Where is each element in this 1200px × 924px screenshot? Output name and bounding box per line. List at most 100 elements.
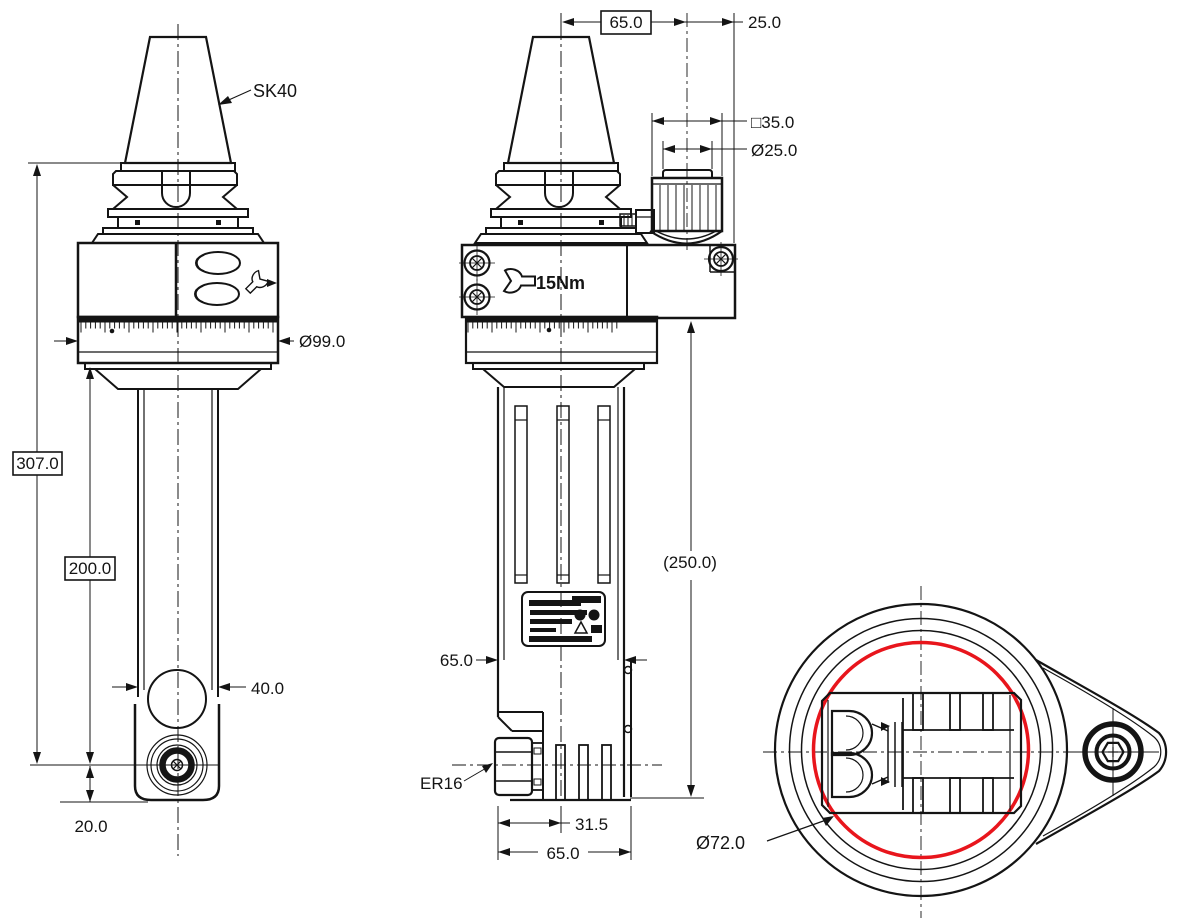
dim-gauge-to-center: 200.0 xyxy=(64,367,116,764)
nose-taper xyxy=(480,368,638,388)
head-top-collar xyxy=(473,233,649,244)
hex-socket-icon xyxy=(1101,741,1125,763)
label-collet-text: ER16 xyxy=(420,774,463,793)
spindle-screw xyxy=(170,758,184,772)
cam-slot-2 xyxy=(194,282,240,306)
dim-spindle-to-pin: 65.0 xyxy=(560,10,735,243)
flange-top-band xyxy=(112,170,238,186)
scale-zero-dot xyxy=(546,327,552,333)
nut-cone-2 xyxy=(871,776,889,785)
spindle-circle-1 xyxy=(146,734,208,796)
spacer-nub xyxy=(533,747,542,755)
torque-pin-cap xyxy=(662,169,713,178)
spindle-rib xyxy=(578,744,589,801)
ring-circle-2 xyxy=(788,617,1054,883)
nut-lobe-top xyxy=(830,709,874,757)
flange-top-band xyxy=(495,170,621,186)
warning-triangle-icon xyxy=(573,620,589,634)
torque-wrench-icon xyxy=(502,268,536,294)
label-sticker xyxy=(521,591,606,647)
flange-dot-right xyxy=(216,220,221,225)
cam-slot-2-inner xyxy=(195,285,204,303)
screw-cross-2 xyxy=(172,760,182,770)
dim-spindle-to-pin-text: 65.0 xyxy=(609,13,642,32)
dim-body-width-text: 65.0 xyxy=(440,651,473,670)
collet-wedge-1 xyxy=(881,722,890,731)
pin-clamp-outer xyxy=(649,230,723,245)
dim-overall-length: 307.0 xyxy=(12,162,130,764)
spindle-rib xyxy=(555,744,566,801)
spindle-rib xyxy=(601,744,612,801)
spindle-circle-2 xyxy=(150,738,204,792)
ce-mark-icon xyxy=(591,625,602,633)
nut-lobe-bottom-inner xyxy=(845,757,864,793)
dim-pin-to-face-text: 25.0 xyxy=(748,13,781,32)
label-taper-text: SK40 xyxy=(253,81,297,101)
v-groove xyxy=(495,184,621,210)
label-torque-text: 15Nm xyxy=(536,273,585,293)
dim-center-to-bottom-text: 20.0 xyxy=(74,817,107,836)
cap-screw-icon xyxy=(459,245,495,281)
dim-housing-width-text: 65.0 xyxy=(546,844,579,863)
arm-screw-icon xyxy=(1068,708,1158,796)
dim-center-to-bottom: 20.0 xyxy=(60,766,148,836)
arm-inner-wall xyxy=(1042,667,1162,837)
dim-pin-to-face: 25.0 xyxy=(687,13,781,32)
hinge-bump-2 xyxy=(623,724,633,734)
head-body xyxy=(460,243,737,320)
dim-block-width: □35.0 xyxy=(651,113,794,176)
clamp-diameter-circle xyxy=(811,640,1031,860)
spacer-nub xyxy=(533,778,542,786)
dim-head-diameter: Ø99.0 xyxy=(54,332,345,351)
flange-dot-right xyxy=(599,220,604,225)
v-groove xyxy=(112,184,238,210)
scale-ring-ticks xyxy=(80,322,274,333)
collet-wedge-2 xyxy=(881,777,890,786)
dim-pin-diameter: Ø25.0 xyxy=(662,141,797,169)
dim-overall-length-text: 307.0 xyxy=(16,454,59,473)
cartridge-outline xyxy=(820,691,1023,815)
label-taper: SK40 xyxy=(218,81,297,105)
dim-head-diameter-text: Ø99.0 xyxy=(299,332,345,351)
edge-arrow-icon xyxy=(267,279,277,287)
collet-spacer xyxy=(531,742,544,791)
cam-slot-1 xyxy=(195,251,241,275)
nose-taper xyxy=(92,368,264,390)
dim-block-width-text: □35.0 xyxy=(751,113,794,132)
label-collet: ER16 xyxy=(420,763,493,793)
wrench-icon xyxy=(244,269,269,295)
dim-body-width: 65.0 xyxy=(440,651,647,670)
scale-zero-dot xyxy=(109,328,115,334)
output-boss xyxy=(147,669,207,729)
dim-clamp-diameter: Ø72.0 xyxy=(696,816,834,853)
dim-gauge-to-center-text: 200.0 xyxy=(69,559,112,578)
scale-ring-ticks xyxy=(467,322,618,333)
dim-clamp-diameter-text: Ø72.0 xyxy=(696,833,745,853)
hinge-bump-1 xyxy=(623,665,633,675)
cap-screw-icon xyxy=(704,242,738,276)
collet-nut xyxy=(493,736,534,797)
spindle-ribs xyxy=(912,692,994,814)
side-view: 15Nm xyxy=(420,10,797,863)
dim-pin-diameter-text: Ø25.0 xyxy=(751,141,797,160)
pin-bracket xyxy=(635,209,655,234)
nut-lobe-bottom xyxy=(830,751,874,799)
flange-dot-left xyxy=(135,220,140,225)
scale-ring-band xyxy=(466,317,657,323)
dim-nose-to-center-text: 31.5 xyxy=(575,815,608,834)
spindle-nut-ring xyxy=(159,747,195,783)
dim-reference-length: (250.0) xyxy=(630,321,717,799)
body-slots xyxy=(514,405,611,584)
torque-pin-block xyxy=(650,176,724,233)
bracket-chamfer xyxy=(497,716,513,732)
cam-slot-1-inner xyxy=(196,254,205,272)
bottom-view: Ø72.0 xyxy=(696,586,1168,918)
head-outline-circle xyxy=(773,602,1069,898)
flange-dot-left xyxy=(518,220,523,225)
nut-cone-1 xyxy=(871,723,889,732)
spindle-circle-3 xyxy=(156,744,198,786)
pin-knurling xyxy=(659,185,717,230)
output-housing xyxy=(133,704,221,802)
